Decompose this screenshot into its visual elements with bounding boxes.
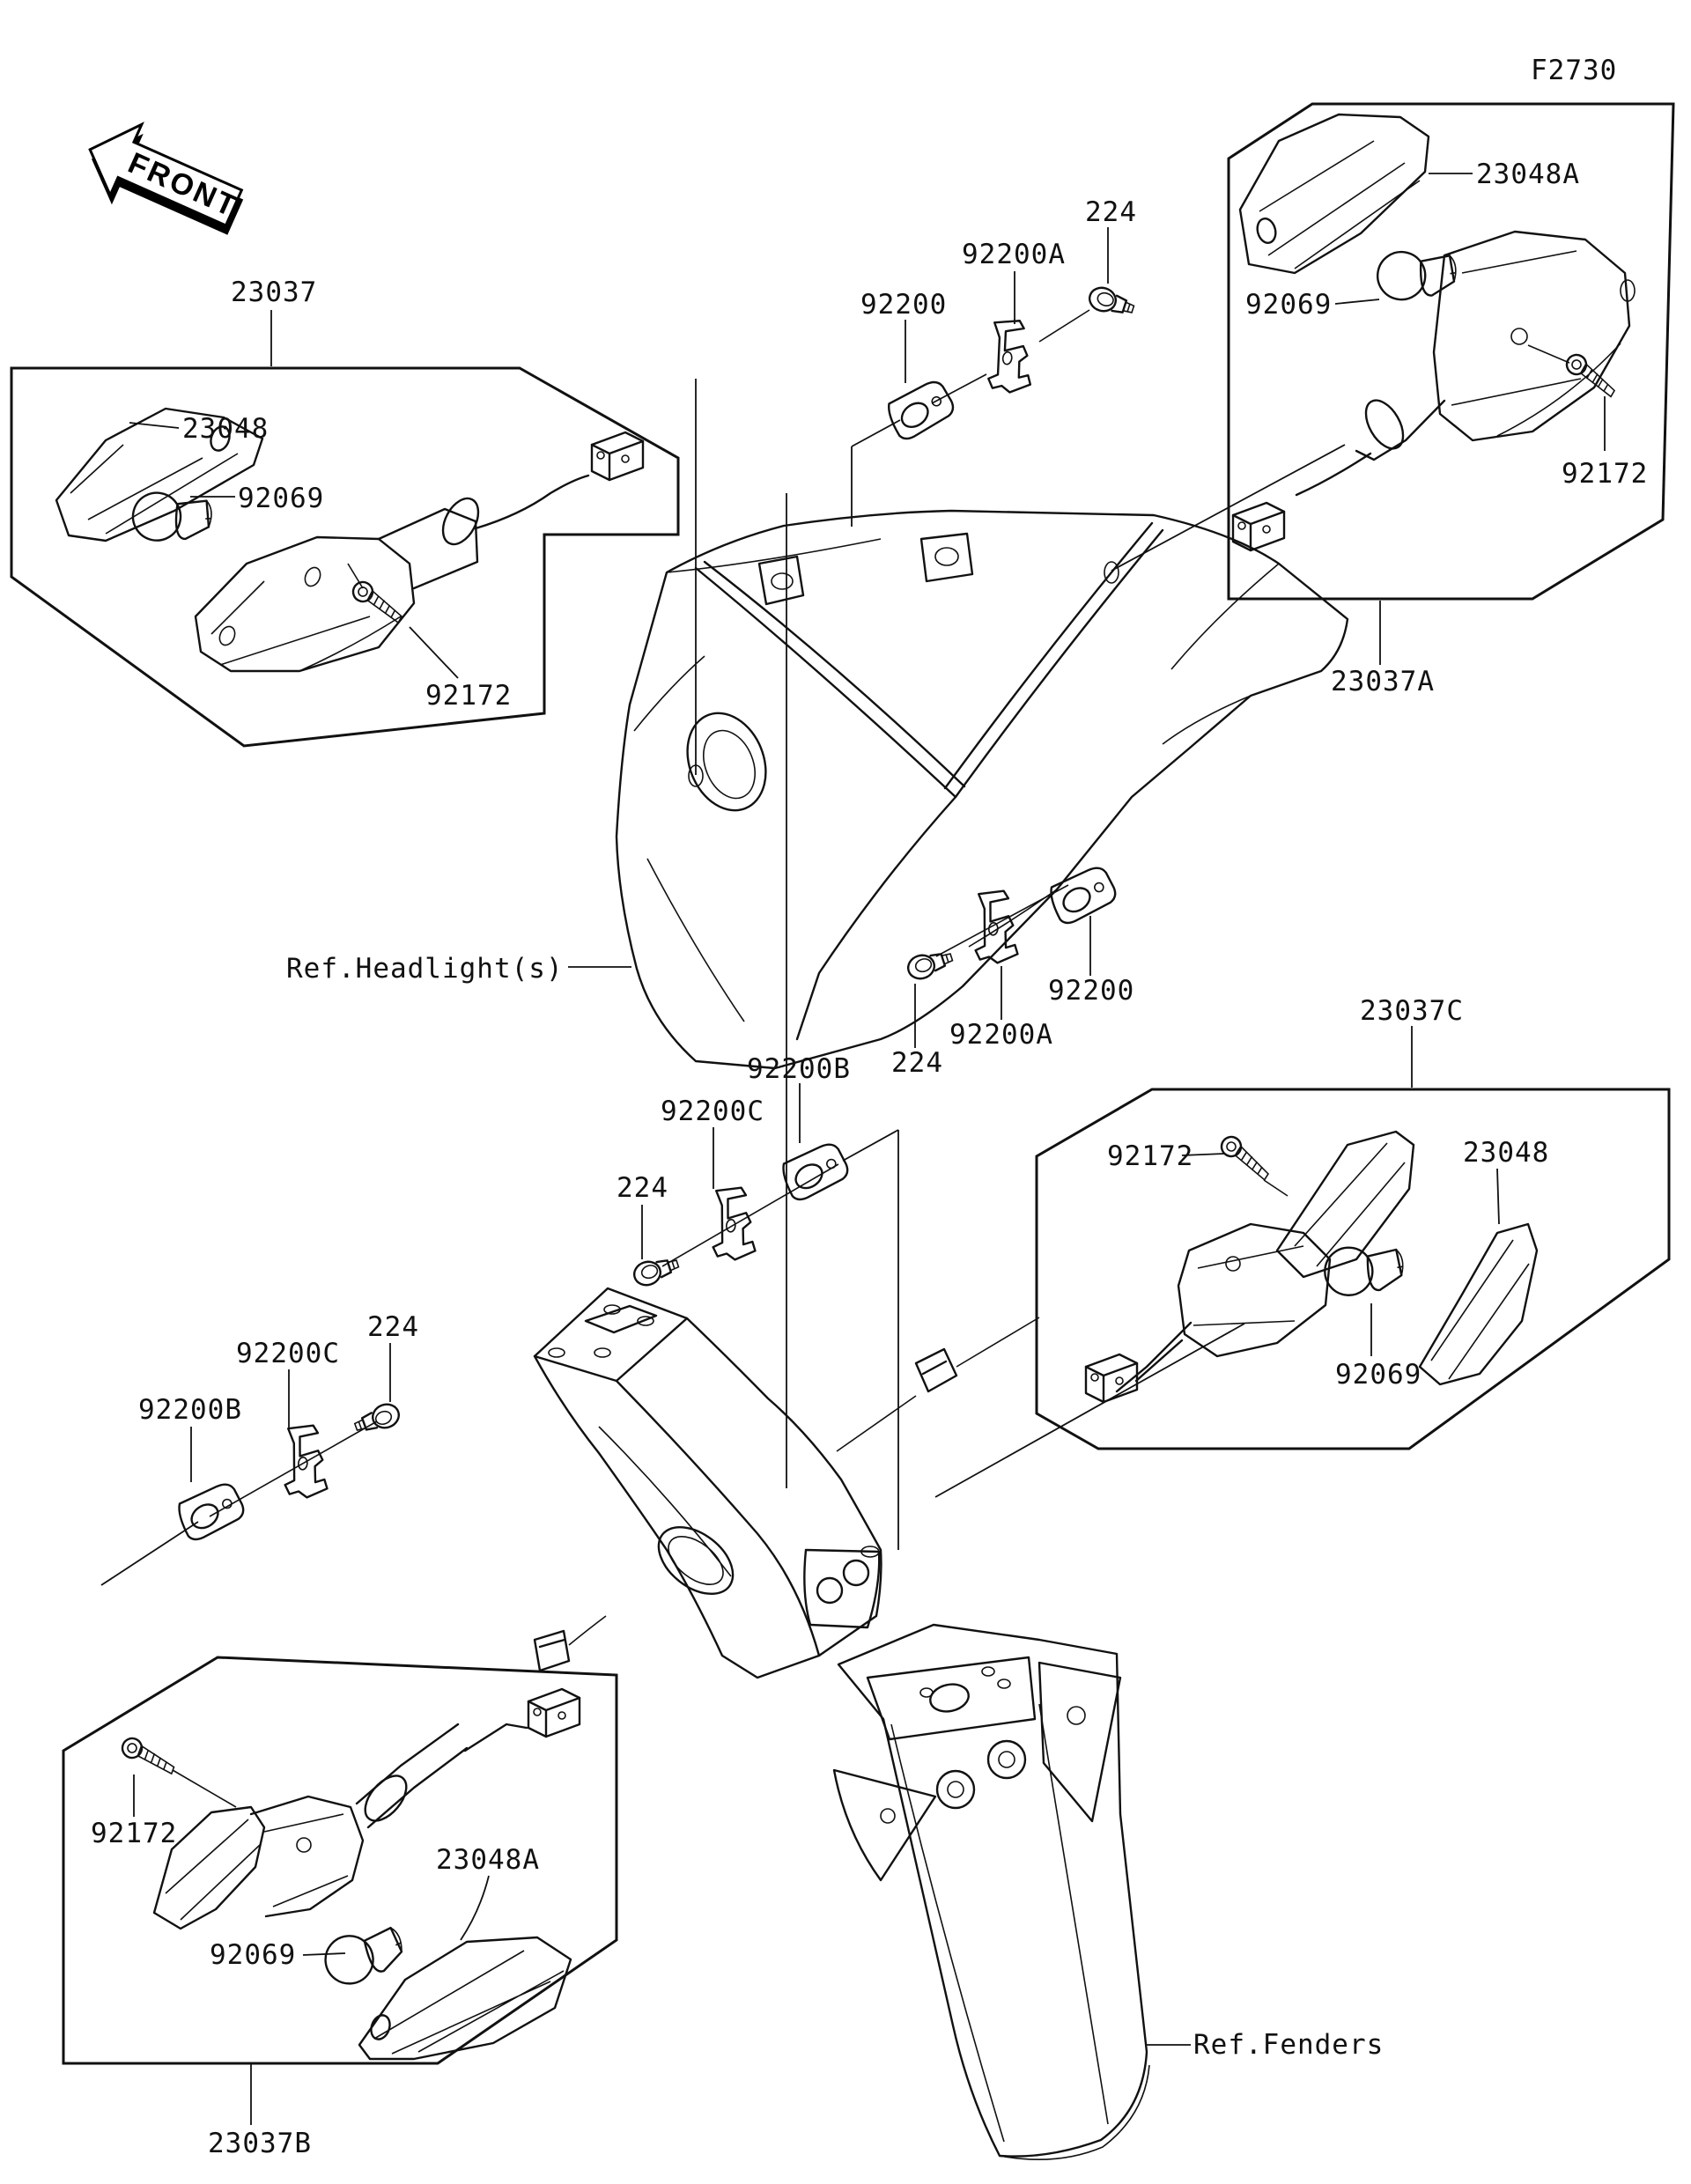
page-code: F2730	[1531, 55, 1617, 86]
signal-assembly-rear-left	[118, 1687, 581, 2061]
part-label-92172-fl: 92172	[425, 680, 512, 712]
part-label-23037: 23037	[231, 277, 317, 308]
part-label-92200-top: 92200	[860, 289, 947, 321]
part-label-23037A: 23037A	[1331, 666, 1435, 697]
signal-assembly-rear-right	[1084, 1130, 1539, 1404]
part-label-92069-rl: 92069	[210, 1939, 296, 1971]
fastener-cluster-mid	[904, 863, 1121, 1048]
part-label-23048A-fr: 23048A	[1476, 159, 1580, 190]
part-label-92200B-c: 92200B	[747, 1053, 851, 1085]
part-label-224-c: 224	[617, 1172, 668, 1204]
part-label-92172-rl: 92172	[91, 1818, 177, 1849]
fastener-cluster-top	[882, 227, 1138, 443]
leader-lines	[100, 310, 1413, 2125]
part-label-92069-rr: 92069	[1335, 1359, 1421, 1391]
part-label-92172-rr: 92172	[1107, 1140, 1193, 1172]
group-box-23037C	[1035, 1088, 1671, 1450]
part-label-23048A-rl: 23048A	[436, 1844, 540, 1876]
part-label-92069-fr: 92069	[1245, 289, 1332, 321]
part-label-92069-fl: 92069	[238, 483, 324, 514]
part-label-23037B: 23037B	[208, 2128, 312, 2159]
part-label-92172-fr: 92172	[1562, 458, 1648, 490]
signal-assembly-front-right	[1231, 113, 1636, 552]
part-label-23048-rr: 23048	[1463, 1137, 1549, 1169]
part-label-92200-mid: 92200	[1048, 975, 1134, 1007]
part-label-224-l: 224	[367, 1311, 419, 1343]
part-label-92200C-l: 92200C	[236, 1338, 340, 1369]
headlight-cowl-drawing	[615, 509, 1349, 1070]
rear-fender-drawing	[533, 1287, 1150, 2161]
part-label-23037C: 23037C	[1360, 995, 1464, 1027]
part-label-92200C-c: 92200C	[661, 1096, 764, 1127]
ref-label-fenders: Ref.Fenders	[1193, 2029, 1384, 2061]
part-label-224-top: 224	[1085, 196, 1137, 228]
front-arrow-icon: FRONT	[88, 122, 244, 235]
part-label-92200A-top: 92200A	[962, 239, 1066, 270]
signal-assembly-front-left	[55, 407, 645, 679]
group-box-23037A	[1227, 102, 1675, 601]
part-label-224-mid: 224	[891, 1047, 943, 1079]
part-labels: 23037 23048 92069 92172 92200 92200A 224…	[91, 159, 1648, 2159]
part-label-92200A-mid: 92200A	[949, 1019, 1053, 1051]
group-box-23037B	[62, 1656, 618, 2065]
fastener-cluster-center	[630, 1083, 853, 1290]
part-label-92200B-l: 92200B	[138, 1394, 242, 1426]
part-label-23048-fl: 23048	[182, 413, 269, 445]
group-box-23037	[10, 366, 680, 748]
ref-label-headlight: Ref.Headlight(s)	[286, 953, 564, 985]
fastener-cluster-left	[174, 1343, 403, 1544]
